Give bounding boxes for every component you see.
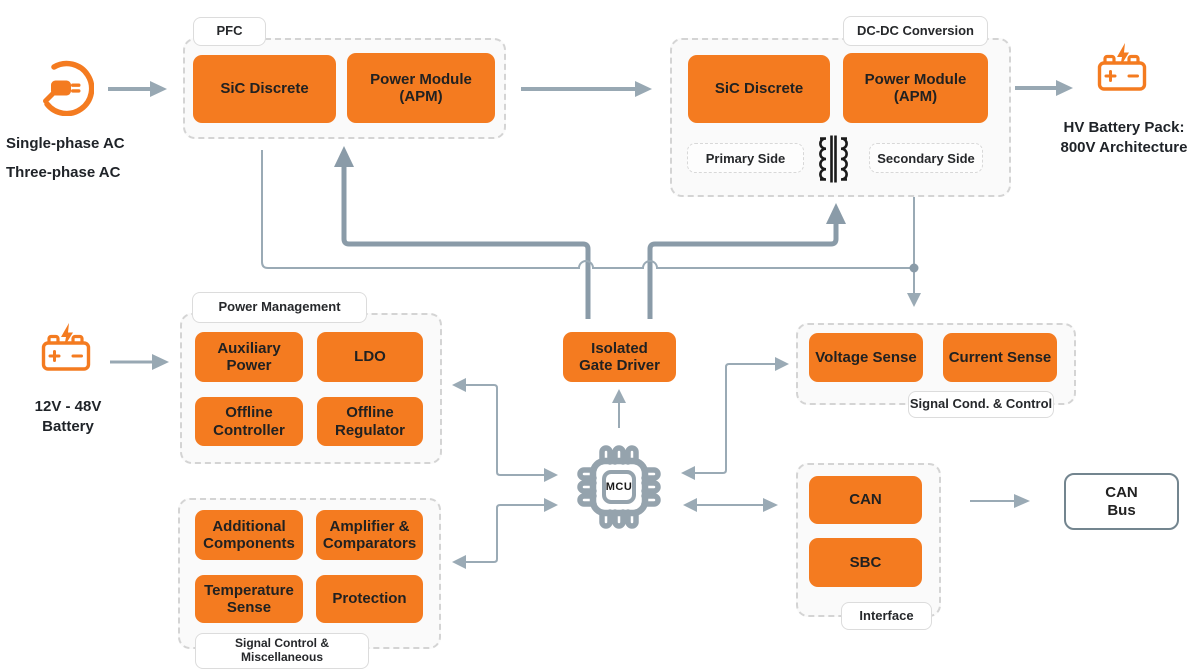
auxiliary-power-label-line1: Auxiliary (217, 339, 281, 357)
signal-misc-tab-line2: Miscellaneous (240, 650, 324, 664)
pfc-sic-discrete-block: SiC Discrete (193, 55, 336, 123)
arrow-mcu-to-gate-driver (612, 389, 626, 428)
amplifier-comparators-label-line1: Amplifier & (329, 517, 410, 535)
additional-components-block: Additional Components (195, 510, 303, 560)
dcdc-sic-discrete-block: SiC Discrete (688, 55, 830, 123)
isolated-gate-driver-label-line2: Gate Driver (579, 357, 660, 374)
primary-side-label: Primary Side (687, 143, 804, 173)
isolated-gate-driver-block: Isolated Gate Driver (563, 332, 676, 382)
arrow-interface-to-can-bus (970, 494, 1030, 508)
protection-block: Protection (316, 575, 423, 623)
sbc-block: SBC (809, 538, 922, 587)
sbc-label: SBC (849, 553, 882, 571)
sense-line-dcdc-output (907, 194, 921, 307)
temperature-sense-block: Temperature Sense (195, 575, 303, 623)
pfc-group-tab: PFC (193, 17, 266, 46)
pfc-power-module-label-line2: (APM) (399, 88, 443, 105)
hv-battery-icon (1094, 42, 1152, 100)
pfc-power-module-label-line1: Power Module (370, 70, 472, 88)
transformer-icon (812, 134, 854, 184)
offline-controller-block: Offline Controller (195, 397, 303, 446)
dcdc-power-module-block: Power Module (APM) (843, 53, 988, 123)
amplifier-comparators-block: Amplifier & Comparators (316, 510, 423, 560)
junction-dot (909, 263, 919, 273)
dcdc-power-module-label-line1: Power Module (864, 70, 967, 88)
current-sense-block: Current Sense (943, 333, 1057, 382)
temperature-sense-label-line2: Sense (226, 599, 272, 616)
can-bus-label-line2: Bus (1107, 501, 1136, 519)
arrow-dcdc-to-hv-battery (1015, 80, 1073, 96)
hv-battery-label: HV Battery Pack: 800V Architecture (1048, 118, 1200, 157)
voltage-sense-label: Voltage Sense (815, 348, 917, 366)
lv-battery-icon (38, 322, 96, 380)
gate-drive-line-to-pfc (334, 146, 591, 319)
pfc-sic-discrete-label: SiC Discrete (220, 80, 309, 98)
arrow-mcu-signal-cond (681, 357, 789, 480)
offline-regulator-label-line1: Offline (346, 404, 394, 422)
mcu-chip-icon (566, 434, 672, 540)
mcu-label: MCU (605, 481, 633, 493)
signal-misc-tab-line1: Signal Control & (235, 636, 329, 651)
hv-battery-label-line2: 800V Architecture (1060, 138, 1188, 156)
current-sense-label: Current Sense (948, 348, 1052, 366)
dcdc-group-tab: DC-DC Conversion (843, 16, 988, 46)
gate-drive-line-to-dcdc (647, 203, 846, 319)
auxiliary-power-block: Auxiliary Power (195, 332, 303, 382)
offline-controller-label-line2: Controller (213, 421, 285, 439)
arrow-pfc-to-dcdc (521, 81, 652, 97)
temperature-sense-label-line1: Temperature (204, 581, 294, 599)
offline-regulator-block: Offline Regulator (317, 397, 423, 446)
arrow-mcu-power-management (452, 378, 558, 482)
can-bus-label-line1: CAN (1105, 483, 1138, 501)
arrow-mcu-signal-misc (452, 498, 558, 569)
can-bus-box: CAN Bus (1064, 473, 1179, 530)
lv-battery-label-line1: 12V - 48V (34, 398, 102, 415)
arrow-ac-to-pfc (108, 81, 167, 97)
offline-controller-label-line1: Offline (225, 404, 273, 422)
signal-cond-tab: Signal Cond. & Control (908, 391, 1054, 418)
secondary-side-label: Secondary Side (869, 143, 983, 173)
dcdc-power-module-label-line2: (APM) (893, 88, 938, 105)
ac-input-label-line1: Single-phase AC (6, 135, 125, 152)
ldo-label: LDO (354, 348, 386, 366)
additional-components-label-line1: Additional (212, 517, 286, 535)
arrow-battery-to-power-management (110, 354, 169, 370)
dcdc-sic-discrete-label: SiC Discrete (714, 80, 804, 98)
ldo-block: LDO (317, 332, 423, 382)
can-block: CAN (809, 476, 922, 524)
signal-misc-tab: Signal Control & Miscellaneous (195, 633, 369, 669)
isolated-gate-driver-label-line1: Isolated (591, 339, 648, 357)
lv-battery-label-line2: Battery (42, 417, 94, 435)
can-label: CAN (849, 491, 882, 509)
lv-battery-label: 12V - 48V Battery (18, 397, 118, 436)
amplifier-comparators-label-line2: Comparators (322, 535, 417, 552)
auxiliary-power-label-line2: Power (226, 357, 272, 374)
hv-battery-label-line1: HV Battery Pack: (1063, 119, 1185, 136)
arrow-mcu-interface (683, 498, 778, 512)
additional-components-label-line2: Components (203, 535, 295, 552)
power-management-tab: Power Management (192, 292, 367, 323)
interface-tab: Interface (841, 602, 932, 630)
protection-label: Protection (332, 590, 407, 608)
ac-plug-icon (38, 60, 94, 116)
ac-input-label-line2: Three-phase AC (6, 164, 121, 181)
voltage-sense-block: Voltage Sense (809, 333, 923, 382)
offline-regulator-label-line2: Regulator (334, 421, 405, 439)
pfc-power-module-block: Power Module (APM) (347, 53, 495, 123)
